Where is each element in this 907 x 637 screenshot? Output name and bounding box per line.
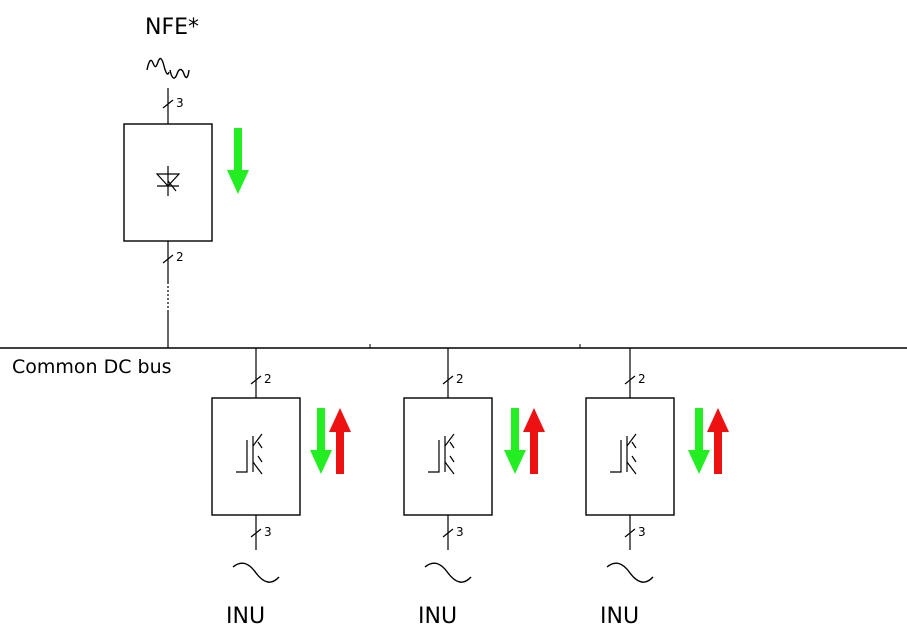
slash-count-icon [162, 254, 174, 264]
inu-2-ac-phase-count: 3 [456, 525, 464, 539]
sine-wave-icon [232, 562, 280, 583]
nfe-ac-phase-count: 3 [176, 96, 184, 110]
inu-1-regenerative-arrow [329, 408, 351, 474]
nfe-power-flow-arrow [227, 128, 249, 194]
slash-count-icon [442, 528, 454, 538]
inu-branch-3 [585, 348, 729, 583]
slash-count-icon [162, 99, 174, 109]
nfe-branch [123, 57, 249, 348]
igbt-icon [428, 433, 455, 475]
inu-1-forward-arrow [310, 408, 332, 474]
slash-count-icon [250, 528, 262, 538]
igbt-icon [236, 433, 263, 475]
slash-count-icon [624, 528, 636, 538]
inu-1-dc-line-count: 2 [264, 372, 272, 386]
inu-1-ac-phase-count: 3 [264, 525, 272, 539]
ac-source-icon [146, 57, 170, 75]
sine-wave-icon [606, 562, 654, 583]
common-dc-bus-label: Common DC bus [12, 356, 172, 378]
inu-3-label: INU [600, 604, 640, 629]
inu-3-dc-line-count: 2 [638, 372, 646, 386]
inu-2-label: INU [418, 604, 458, 629]
ac-source-icon-tail [169, 68, 190, 79]
inu-branch-2 [403, 348, 545, 583]
inu-3-forward-arrow [688, 408, 710, 474]
inu-box-1[interactable] [211, 397, 301, 516]
inu-2-dc-line-count: 2 [456, 372, 464, 386]
inu-box-3[interactable] [585, 397, 675, 516]
inu-2-forward-arrow [504, 408, 526, 474]
inu-box-2[interactable] [403, 397, 493, 516]
slash-count-icon [442, 375, 454, 385]
sine-wave-icon [424, 562, 472, 583]
thyristor-icon [155, 166, 181, 196]
nfe-dc-line-count: 2 [176, 250, 184, 264]
igbt-icon [610, 433, 637, 475]
inu-branch-1 [211, 348, 351, 583]
slash-count-icon [250, 375, 262, 385]
inu-2-regenerative-arrow [523, 408, 545, 474]
slash-count-icon [624, 375, 636, 385]
inu-3-regenerative-arrow [707, 408, 729, 474]
inu-3-ac-phase-count: 3 [638, 525, 646, 539]
nfe-title: NFE* [145, 15, 200, 40]
inu-1-label: INU [226, 604, 266, 629]
